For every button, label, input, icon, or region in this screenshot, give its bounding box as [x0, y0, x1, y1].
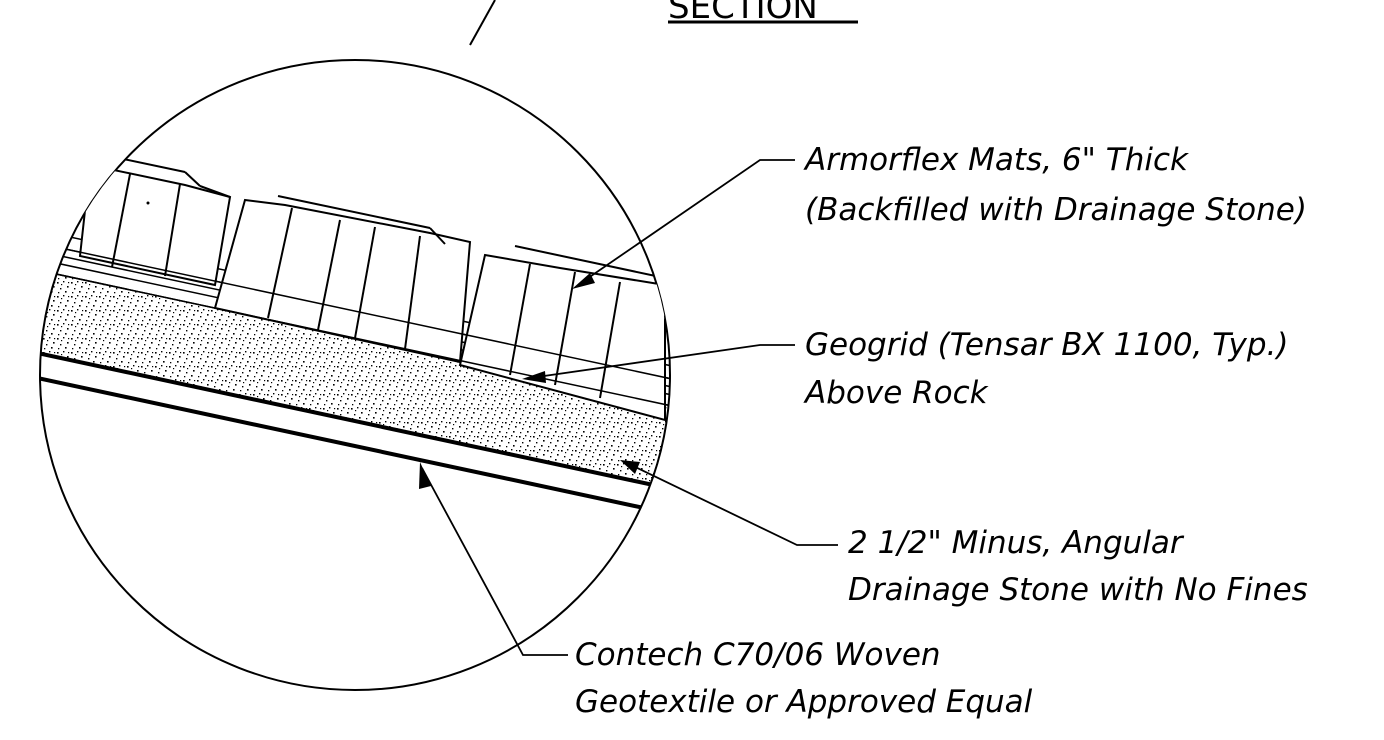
detail-circle: [39, 59, 671, 691]
label-stone-line1: 2 1/2" Minus, Angular: [848, 525, 1185, 561]
label-geogrid-line2: Above Rock: [803, 375, 989, 411]
armorflex-block-right: [458, 245, 666, 422]
leader-geogrid: [529, 344, 795, 379]
label-armorflex-line1: Armorflex Mats, 6" Thick: [803, 142, 1189, 178]
callout-leader-top: [469, 0, 496, 46]
geotextile-bottom-line: [40, 368, 670, 522]
label-geogrid-line1: Geogrid (Tensar BX 1100, Typ.): [805, 327, 1288, 363]
mat-dot: [146, 201, 150, 205]
leader-stone: [624, 461, 838, 546]
arrowhead-geotextile: [419, 462, 431, 489]
cross-section-layers: [40, 151, 670, 522]
drainage-stone-layer: [40, 262, 670, 495]
label-geotextile-line2: Geotextile or Approved Equal: [575, 684, 1033, 720]
arrowhead-stone: [620, 460, 640, 474]
label-geotextile-line1: Contech C70/06 Woven: [575, 637, 941, 673]
geotextile-top-line: [40, 343, 670, 497]
arrowhead-geogrid: [522, 371, 546, 383]
leader-geotextile: [421, 467, 568, 656]
label-stone-line2: Drainage Stone with No Fines: [848, 572, 1308, 608]
label-armorflex-line2: (Backfilled with Drainage Stone): [805, 192, 1307, 228]
stone-top-overlay: [40, 261, 670, 413]
leader-armorflex: [577, 159, 795, 286]
mat-base-overlay: [40, 234, 670, 386]
armorflex-block-left: [78, 151, 232, 287]
arrowhead-armorflex: [572, 273, 595, 289]
